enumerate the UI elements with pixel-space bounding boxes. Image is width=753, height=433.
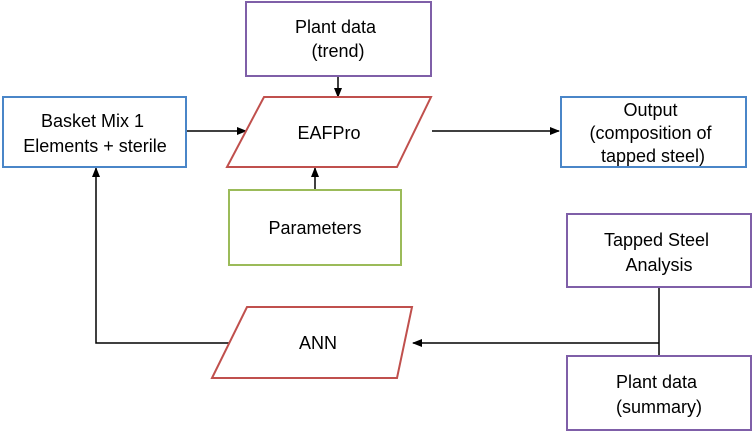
tapped-steel-analysis-box: Tapped Steel Analysis	[566, 213, 752, 288]
basket-mix-label: Basket Mix 1 Elements + sterile	[23, 111, 167, 156]
plant-data-trend-label: Plant data (trend)	[295, 17, 381, 61]
eafpro-process: EAFPro	[225, 96, 433, 168]
output-line-1: Output	[623, 100, 677, 120]
output-line-3: tapped steel)	[601, 146, 705, 166]
tapped-steel-line-2: Analysis	[625, 255, 692, 275]
eafpro-label: EAFPro	[297, 123, 360, 143]
plant-data-trend-line-1: Plant data	[295, 17, 377, 37]
tapped-steel-label: Tapped Steel Analysis	[604, 230, 714, 275]
plant-data-summary-box: Plant data (summary)	[566, 355, 752, 431]
basket-mix-box: Basket Mix 1 Elements + sterile	[2, 96, 187, 168]
tapped-steel-line-1: Tapped Steel	[604, 230, 709, 250]
plant-data-summary-line-2: (summary)	[616, 397, 702, 417]
parameters-box: Parameters	[228, 189, 402, 266]
parameters-line-1: Parameters	[268, 218, 361, 238]
edge-ann-to-basket-mix	[92, 167, 233, 344]
connectors	[92, 77, 660, 356]
plant-data-summary-line-1: Plant data	[616, 372, 698, 392]
basket-mix-line-1: Basket Mix 1	[41, 111, 144, 131]
output-label: Output (composition of tapped steel)	[589, 100, 716, 166]
plant-data-trend-box: Plant data (trend)	[245, 1, 432, 77]
output-box: Output (composition of tapped steel)	[560, 96, 747, 168]
ann-label: ANN	[299, 333, 337, 353]
output-line-2: (composition of	[589, 123, 712, 143]
ann-line-1: ANN	[299, 333, 337, 353]
plant-data-summary-label: Plant data (summary)	[616, 372, 702, 417]
ann-process: ANN	[210, 306, 414, 379]
basket-mix-line-2: Elements + sterile	[23, 136, 167, 156]
parameters-label: Parameters	[268, 218, 361, 238]
plant-data-trend-line-2: (trend)	[311, 41, 364, 61]
eafpro-line-1: EAFPro	[297, 123, 360, 143]
